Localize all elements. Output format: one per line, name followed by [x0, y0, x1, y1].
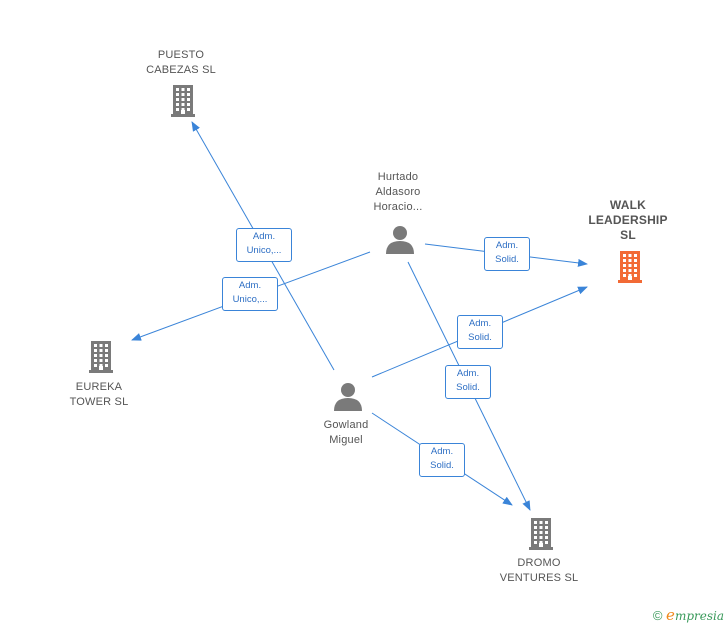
person-icon: [386, 226, 414, 254]
edge-label-line: Unico,...: [246, 245, 282, 256]
edge-label-hurtado-to-dromo[interactable]: Adm. Solid.: [445, 365, 491, 399]
building-icon: [171, 85, 195, 117]
edge-label-line: Solid.: [468, 332, 492, 343]
edge-label-line: Adm.: [495, 240, 519, 251]
node-label-line: EUREKA: [75, 381, 123, 393]
copyright-symbol: ©: [652, 608, 663, 623]
edge-label-gowland-to-dromo[interactable]: Adm. Solid.: [419, 443, 465, 477]
edge-label-line: Solid.: [430, 460, 454, 471]
empresia-watermark: © empresia: [653, 606, 724, 624]
edge-label-hurtado-to-eureka[interactable]: Adm. Unico,...: [222, 277, 278, 311]
building-icon: [529, 518, 553, 550]
node-label-dromo[interactable]: DROMO VENTURES SL: [484, 556, 594, 586]
edge-label-hurtado-to-walk[interactable]: Adm. Solid.: [484, 237, 530, 271]
edge-label-line: Solid.: [495, 254, 519, 265]
node-label-line: TOWER SL: [69, 396, 129, 408]
node-label-eureka[interactable]: EUREKA TOWER SL: [49, 380, 149, 410]
edge-label-line: Adm.: [430, 446, 454, 457]
node-label-line: Miguel: [329, 434, 363, 446]
node-label-line: LEADERSHIP: [588, 213, 668, 227]
edge-label-line: Unico,...: [232, 294, 268, 305]
edge-label-line: Solid.: [456, 382, 480, 393]
node-label-line: DROMO: [517, 557, 561, 569]
node-label-line: CABEZAS SL: [146, 64, 216, 76]
node-label-line: Hurtado: [377, 171, 419, 183]
edge-label-line: Adm.: [238, 280, 262, 291]
edge-label-line: Adm.: [456, 368, 480, 379]
node-label-line: WALK: [609, 198, 647, 212]
brand-logo: empresia: [666, 606, 724, 624]
building-icon: [618, 251, 642, 283]
edge-label-gowland-to-puesto[interactable]: Adm. Unico,...: [236, 228, 292, 262]
node-label-puesto[interactable]: PUESTO CABEZAS SL: [126, 48, 236, 78]
node-label-line: Gowland: [323, 419, 369, 431]
person-icon: [334, 383, 362, 411]
node-label-line: SL: [620, 228, 636, 242]
node-label-line: PUESTO: [157, 49, 205, 61]
building-icon: [89, 341, 113, 373]
node-label-line: Horacio...: [373, 201, 423, 213]
edge-label-gowland-to-walk[interactable]: Adm. Solid.: [457, 315, 503, 349]
node-label-line: Aldasoro: [375, 186, 421, 198]
node-label-line: VENTURES SL: [499, 572, 579, 584]
icons-layer: [89, 85, 642, 550]
edge-label-line: Adm.: [468, 318, 492, 329]
edge-label-line: Adm.: [252, 231, 276, 242]
